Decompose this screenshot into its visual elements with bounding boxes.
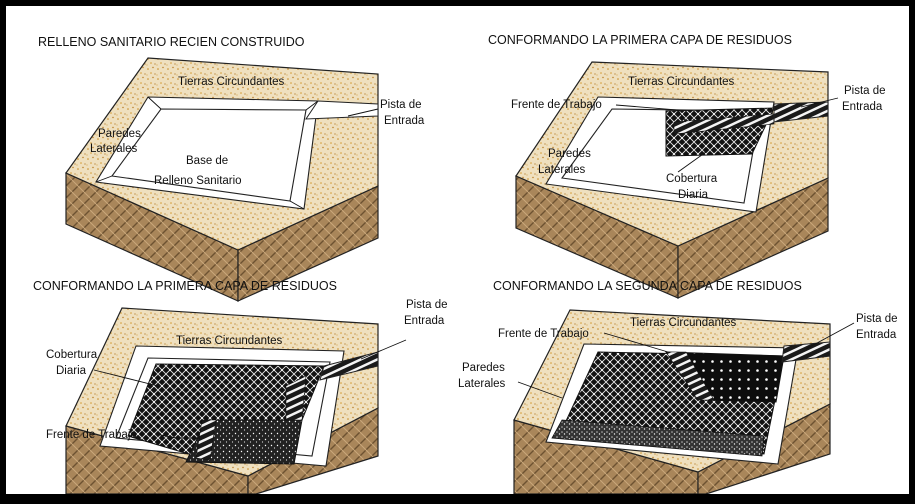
panel-3-label-frente: Frente de Trabajo — [46, 429, 137, 441]
panel-4-title: CONFORMANDO LA SEGUNDA CAPA DE RESIDUOS — [493, 279, 802, 293]
panel-4-label-tierras: Tierras Circundantes — [630, 317, 737, 329]
panel-1-entry-ramp — [305, 100, 379, 120]
figure-stage: RELLENO SANITARIO RECIEN CONSTRUIDO Tier… — [6, 6, 909, 494]
panel-3-label-cobertura-1: Cobertura — [46, 349, 98, 361]
panel-3-title: CONFORMANDO LA PRIMERA CAPA DE RESIDUOS — [33, 279, 337, 293]
panel-4-label-pista-2: Entrada — [856, 329, 897, 341]
panel-4-label-frente: Frente de Trabajo — [498, 328, 589, 340]
landfill-diagram: RELLENO SANITARIO RECIEN CONSTRUIDO Tier… — [33, 33, 898, 494]
panel-2-label-pista-1: Pista de — [844, 85, 886, 97]
panel-4-bottom-layer — [551, 419, 765, 457]
panel-2-label-tierras: Tierras Circundantes — [628, 76, 735, 88]
panel-1-label-paredes-1: Paredes — [98, 128, 141, 140]
panel-3-ramp-down — [285, 375, 307, 421]
panel-1-recien-construido: RELLENO SANITARIO RECIEN CONSTRUIDO Tier… — [38, 35, 425, 302]
panel-4-label-paredes-1: Paredes — [462, 362, 505, 374]
panel-2-title: CONFORMANDO LA PRIMERA CAPA DE RESIDUOS — [488, 33, 792, 47]
panel-2-entry-ramp — [773, 101, 829, 123]
panel-2-leader-cobertura — [677, 151, 707, 173]
panel-3-leader-frente — [155, 433, 200, 439]
panel-2-label-paredes-1: Paredes — [548, 148, 591, 160]
panel-4-work-front — [665, 351, 715, 401]
panel-1-label-base-2: Relleno Sanitario — [154, 175, 242, 187]
panel-3-entry-ramp — [319, 351, 379, 381]
panel-4-leader-pista — [805, 322, 855, 350]
panel-3-label-pista-1: Pista de — [406, 299, 448, 311]
panel-3-label-tierras: Tierras Circundantes — [176, 335, 283, 347]
panel-3-primera-capa: CONFORMANDO LA PRIMERA CAPA DE RESIDUOS … — [33, 279, 448, 494]
panel-3-leader-pista — [360, 339, 407, 360]
panel-4-entry-ramp — [781, 341, 831, 363]
panel-4-segunda-capa: CONFORMANDO LA SEGUNDA CAPA DE RESIDUOS … — [458, 279, 898, 494]
panel-3-label-cobertura-2: Diaria — [56, 365, 87, 377]
panel-3-label-pista-2: Entrada — [404, 315, 445, 327]
panel-3-leader-cobertura — [93, 369, 159, 387]
panel-3-work-front-edge — [195, 419, 217, 461]
panel-4-leader-frente — [603, 332, 669, 353]
panel-4-label-paredes-2: Laterales — [458, 378, 506, 390]
panel-1-label-tierras: Tierras Circundantes — [178, 76, 285, 88]
panel-2-label-cobertura-1: Cobertura — [666, 173, 718, 185]
panel-4-label-pista-1: Pista de — [856, 313, 898, 325]
panel-2-label-frente: Frente de Trabajo — [511, 99, 602, 111]
panel-2-label-paredes-2: Laterales — [538, 164, 586, 176]
panel-3-new-waste — [185, 419, 303, 465]
panel-2-leader-pista — [800, 97, 839, 108]
panel-2-primera-capa: CONFORMANDO LA PRIMERA CAPA DE RESIDUOS … — [488, 33, 886, 299]
panel-2-work-front — [673, 113, 775, 135]
panel-2-label-cobertura-2: Diaria — [678, 189, 709, 201]
panel-2-label-pista-2: Entrada — [842, 101, 883, 113]
panel-1-label-pista-1: Pista de — [380, 99, 422, 111]
panel-1-leader-pista — [347, 108, 379, 117]
panel-1-label-pista-2: Entrada — [384, 115, 425, 127]
panel-1-label-paredes-2: Laterales — [90, 143, 138, 155]
panel-2-leader-frente — [615, 104, 687, 123]
panel-1-label-base-1: Base de — [186, 155, 228, 167]
panel-1-pit-edges — [95, 96, 319, 210]
panel-4-leader-paredes — [517, 381, 563, 399]
panel-1-title: RELLENO SANITARIO RECIEN CONSTRUIDO — [38, 35, 305, 49]
